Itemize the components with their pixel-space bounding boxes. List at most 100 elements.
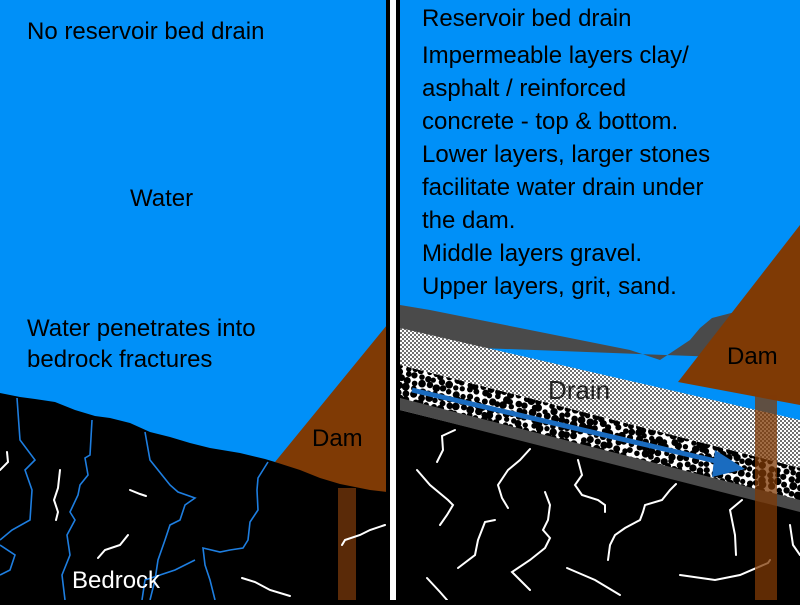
gravel-stone (594, 438, 601, 445)
gravel-stone (739, 458, 745, 465)
gravel-stone (795, 471, 800, 480)
gravel-stone (534, 403, 542, 412)
gravel-stone (698, 461, 704, 467)
gravel-stone (425, 376, 432, 383)
note-line: concrete - top & bottom. (422, 108, 679, 135)
gravel-stone (628, 428, 636, 436)
gravel-stone (458, 379, 465, 386)
gravel-stone (550, 407, 558, 416)
left-panel-title: No reservoir bed drain (27, 18, 265, 45)
gravel-stone (745, 472, 751, 478)
gravel-stone (684, 461, 691, 468)
gravel-stone (504, 416, 510, 422)
gravel-stone (485, 411, 494, 420)
note-line: Lower layers, larger stones (422, 141, 711, 168)
gravel-stone (508, 404, 514, 410)
gravel-stone (789, 482, 798, 491)
right-panel-notes: Impermeable layers clay/ asphalt / reinf… (422, 39, 710, 303)
note-line: the dam. (422, 207, 516, 234)
gravel-stone (535, 424, 544, 433)
water-label: Water (130, 185, 194, 212)
gravel-stone (466, 393, 474, 400)
gravel-stone (584, 412, 591, 419)
gravel-stone (474, 396, 480, 403)
gravel-stone (703, 448, 710, 455)
gravel-stone (691, 440, 697, 446)
gravel-stone (600, 441, 608, 449)
gravel-stone (797, 484, 800, 492)
gravel-stone (401, 382, 410, 391)
left-panel (0, 0, 387, 600)
gravel-stone (400, 381, 403, 389)
gravel-stone (514, 420, 522, 427)
note-line: facilitate water drain under (422, 174, 704, 201)
water-fractures (0, 397, 269, 600)
gravel-stone (626, 447, 633, 454)
gravel-stone (740, 478, 746, 485)
gravel-stone (647, 447, 656, 456)
gravel-stone (544, 425, 550, 432)
penetration-note-line-1: Water penetrates into (27, 315, 256, 342)
gravel-stone (660, 458, 668, 466)
gravel-stone (653, 456, 661, 464)
gravel-stone (531, 423, 538, 429)
gravel-stone (406, 366, 412, 372)
gravel-stone (654, 449, 662, 457)
gravel-stone (411, 380, 418, 387)
gravel-stone (682, 443, 689, 450)
gravel-stone (471, 383, 479, 391)
gravel-stone (586, 436, 594, 444)
gravel-stone (676, 462, 683, 469)
note-line: Impermeable layers clay/ (422, 42, 689, 69)
gravel-stone (783, 487, 790, 494)
gravel-stone (605, 441, 613, 449)
right-panel (400, 0, 800, 600)
gravel-stone (402, 390, 410, 397)
left-dam-label: Dam (312, 425, 363, 452)
gravel-stone (639, 427, 647, 434)
gravel-stone (446, 402, 453, 410)
gravel-stone (577, 416, 586, 424)
right-panel-title: Reservoir bed drain (422, 5, 632, 32)
gravel-stone (570, 432, 577, 440)
gravel-stone (521, 402, 528, 409)
gravel-stone (615, 424, 622, 431)
gravel-stone (668, 458, 674, 464)
gravel-stone (703, 467, 710, 474)
gravel-stone (507, 399, 513, 405)
gravel-stone (783, 468, 790, 475)
gravel-stone (563, 418, 570, 425)
gravel-stone (549, 403, 555, 410)
gravel-stone (495, 414, 502, 421)
gravel-stone (439, 385, 447, 392)
top-impermeable-layer (400, 305, 800, 360)
gravel-stone (661, 439, 668, 446)
gravel-stone (445, 388, 452, 395)
left-bedrock (0, 393, 387, 600)
note-line: asphalt / reinforced (422, 75, 627, 102)
gravel-stone (451, 402, 460, 411)
gravel-stone (499, 401, 507, 409)
gravel-stone (467, 382, 473, 388)
drain-label: Drain (548, 375, 611, 405)
gravel-stone (439, 400, 446, 407)
gravel-stone (676, 454, 684, 462)
right-dam (678, 225, 800, 405)
gravel-stone (592, 419, 598, 426)
gravel-stone (453, 385, 459, 391)
gravel-stone (549, 428, 557, 436)
gravel-stone (689, 464, 697, 472)
gravel-stone (495, 393, 501, 400)
note-line: Upper layers, grit, sand. (422, 273, 677, 300)
gravel-stone (724, 474, 732, 482)
gravel-stone (613, 445, 621, 453)
gravel-stone (400, 368, 404, 376)
gravel-stone (564, 411, 571, 418)
gravel-stone (494, 401, 501, 408)
right-bedrock-cracks (416, 429, 800, 600)
bedrock-cracks (0, 451, 386, 597)
gravel-stone (674, 442, 683, 450)
gravel-stone (648, 453, 654, 460)
